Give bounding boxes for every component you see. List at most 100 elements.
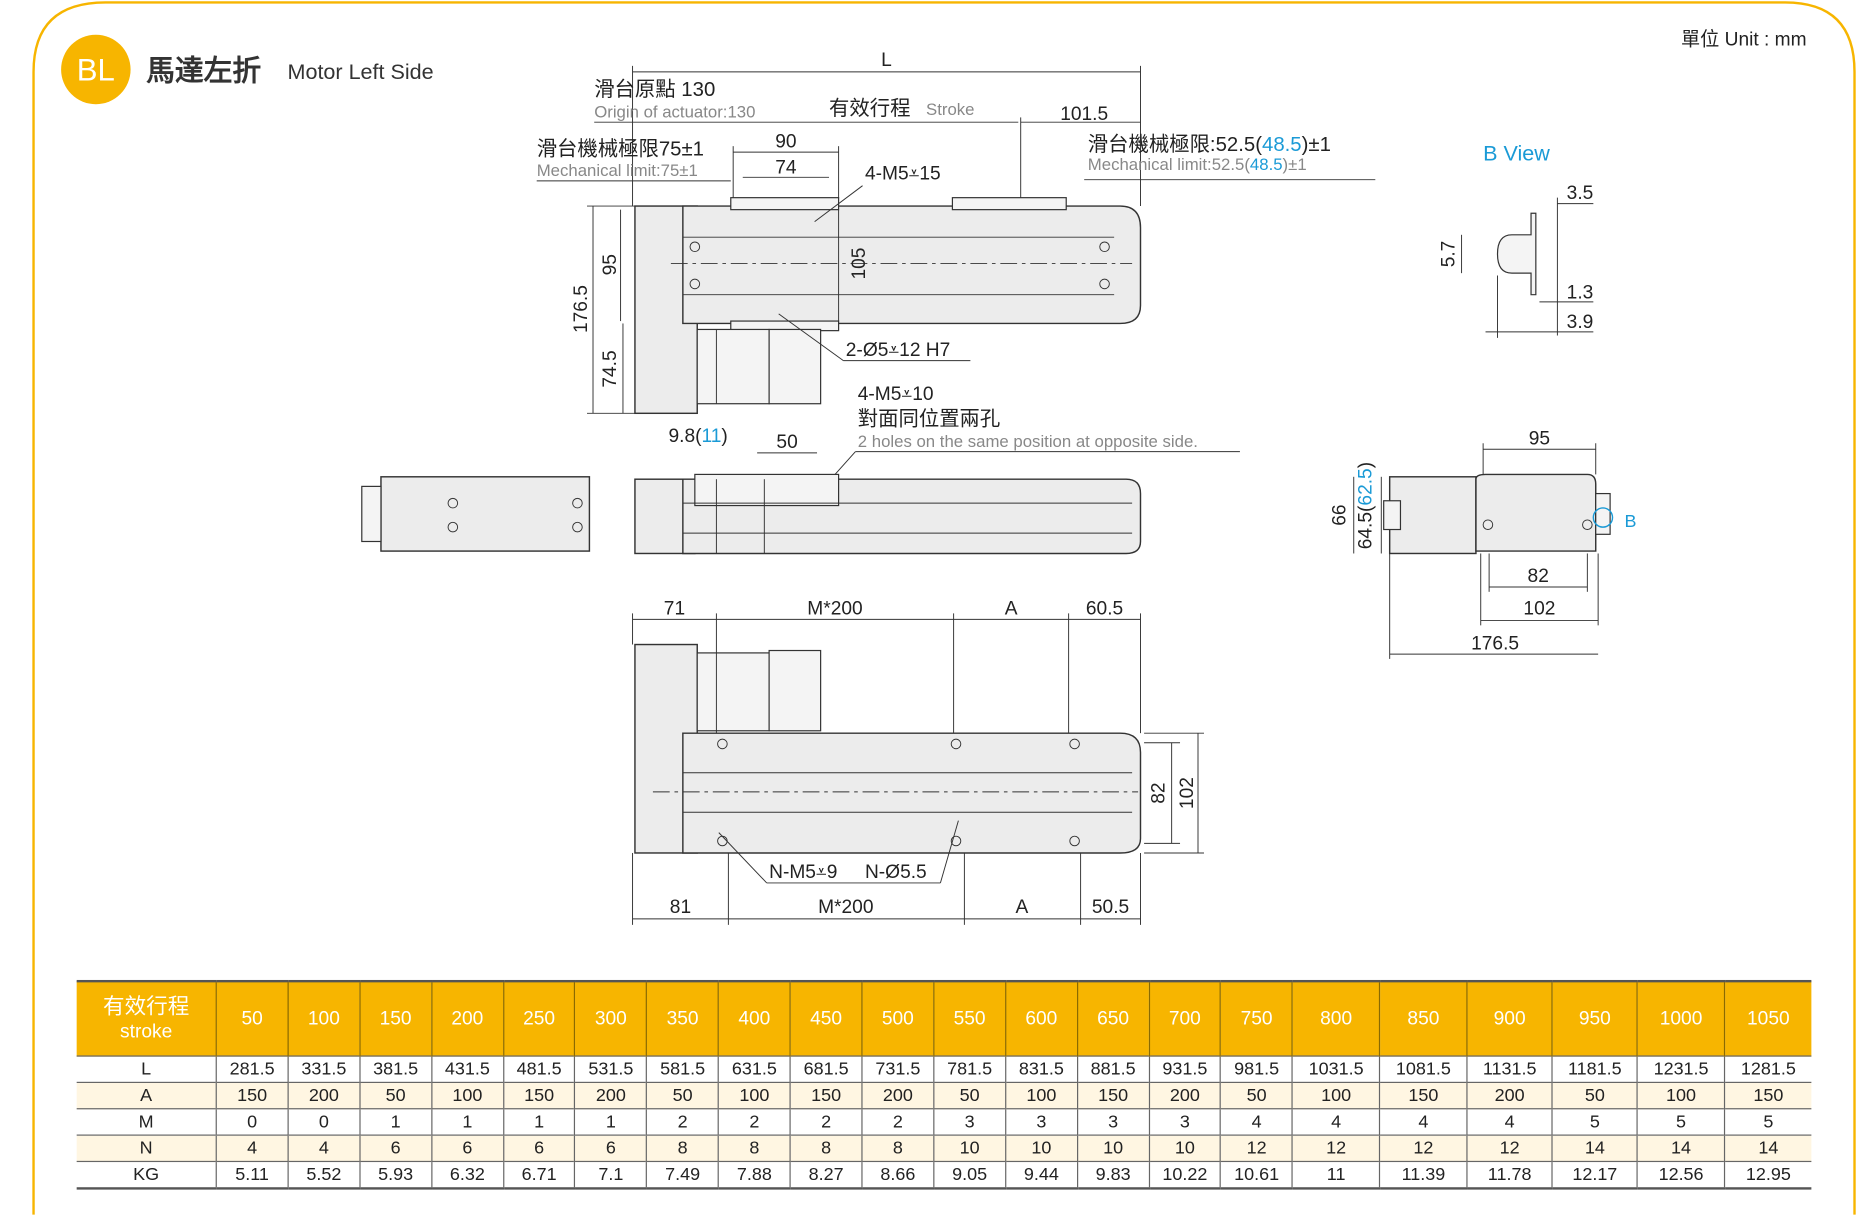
table-cell: 5.93 [359,1160,432,1190]
table-cell: 331.5 [287,1055,360,1083]
table-cell: 50 [1551,1081,1638,1109]
table-cell: 6 [502,1134,575,1162]
dim-m200-top: M*200 [807,599,862,620]
table-cell: 1 [574,1108,647,1136]
opposite-zh: 對面同位置兩孔 [858,407,1001,430]
table-cell: 11.78 [1466,1160,1553,1190]
bview-dim-3-9: 3.9 [1567,312,1594,333]
table-cell: 4 [1220,1108,1293,1136]
stroke-header-cell: 750 [1220,979,1293,1057]
table-cell: 150 [1724,1081,1812,1109]
table-cell: 12.56 [1636,1160,1725,1190]
end-dim-176-5: 176.5 [1471,633,1519,654]
table-cell: 2 [861,1108,934,1136]
table-cell: 481.5 [502,1055,575,1083]
origin-zh: 滑台原點 130 [594,78,715,101]
end-dim-95: 95 [1529,428,1550,449]
table-cell: 531.5 [574,1055,647,1083]
table-cell: 581.5 [646,1055,719,1083]
stroke-header-cell: 1000 [1636,979,1725,1057]
table-cell: 4 [287,1134,360,1162]
stroke-header-cell: 1050 [1724,979,1812,1057]
table-cell: 6 [430,1134,504,1162]
stroke-header-cell: 600 [1004,979,1078,1057]
table-cell: 10 [1004,1134,1078,1162]
dim-L: L [881,50,892,71]
table-cell: 8 [789,1134,862,1162]
stroke-header-cell: 650 [1076,979,1149,1057]
dim-9-8: 9.8(11) [668,426,727,447]
stroke-header-cell: 900 [1466,979,1553,1057]
table-cell: 381.5 [359,1055,432,1083]
stroke-header-cell: 200 [430,979,504,1057]
table-cell: 3 [1076,1108,1149,1136]
table-cell: 881.5 [1076,1055,1149,1083]
table-cell: 11.39 [1379,1160,1468,1190]
table-cell: 8 [861,1134,934,1162]
table-cell: 431.5 [430,1055,504,1083]
table-cell: 1 [502,1108,575,1136]
table-cell: 2 [717,1108,791,1136]
table-cell: 1181.5 [1551,1055,1638,1083]
dim-82: 82 [1148,782,1169,803]
table-cell: 150 [1076,1081,1149,1109]
dim-102: 102 [1177,777,1198,809]
table-cell: 9.05 [933,1160,1006,1190]
n55-label: N-Ø5.5 [865,862,927,883]
end-view: B 95 66 64.5(62.5) 82 102 176.5 [1329,428,1636,659]
table-cell: 8.66 [861,1160,934,1190]
mech-right-en: Mechanical limit:52.5(48.5)±1 [1088,155,1307,174]
table-cell: 12 [1220,1134,1293,1162]
table-cell: 150 [502,1081,575,1109]
table-cell: 150 [215,1081,288,1109]
table-cell: 50 [359,1081,432,1109]
dim-71: 71 [664,599,685,620]
table-cell: 5.52 [287,1160,360,1190]
table-cell: 5 [1636,1108,1725,1136]
table-cell: 1 [359,1108,432,1136]
table-cell: 731.5 [861,1055,934,1083]
table-cell: 5 [1551,1108,1638,1136]
dim-105: 105 [849,248,870,280]
table-cell: 6 [359,1134,432,1162]
table-cell: 50 [933,1081,1006,1109]
dim-101-5: 101.5 [1060,104,1108,125]
row-label: KG [76,1160,217,1190]
origin-en: Origin of actuator:130 [594,102,755,121]
mech-right-zh: 滑台機械極限:52.5(48.5)±1 [1088,133,1331,156]
dim-81: 81 [670,897,691,918]
stroke-header-cell: 550 [933,979,1006,1057]
table-cell: 12 [1466,1134,1553,1162]
table-cell: 1231.5 [1636,1055,1725,1083]
table-cell: 100 [1004,1081,1078,1109]
end-dim-64-5: 64.5(62.5) [1356,462,1377,549]
table-cell: 100 [430,1081,504,1109]
table-cell: 12.17 [1551,1160,1638,1190]
nm5-label: N-M5⩡9 [769,862,837,883]
table-cell: 1 [430,1108,504,1136]
table-cell: 200 [287,1081,360,1109]
table-cell: 1281.5 [1724,1055,1812,1083]
table-cell: 9.44 [1004,1160,1078,1190]
table-cell: 5.11 [215,1160,288,1190]
m5-10-label: 4-M5⩡10 [858,384,934,405]
stroke-header-cell: 300 [574,979,647,1057]
table-cell: 7.88 [717,1160,791,1190]
m5-15-label: 4-M5⩡15 [865,164,941,185]
header-stroke-en: stroke [120,1021,173,1042]
table-cell: 631.5 [717,1055,791,1083]
table-cell: 10 [1148,1134,1221,1162]
table-cell: 100 [1291,1081,1380,1109]
dim-74: 74 [775,158,797,179]
table-cell: 0 [215,1108,288,1136]
stroke-header-cell: 950 [1551,979,1638,1057]
table-cell: 831.5 [1004,1055,1078,1083]
dim-60-5: 60.5 [1086,599,1123,620]
dim-90: 90 [775,131,796,152]
table-cell: 1031.5 [1291,1055,1380,1083]
stroke-header-cell: 100 [287,979,360,1057]
